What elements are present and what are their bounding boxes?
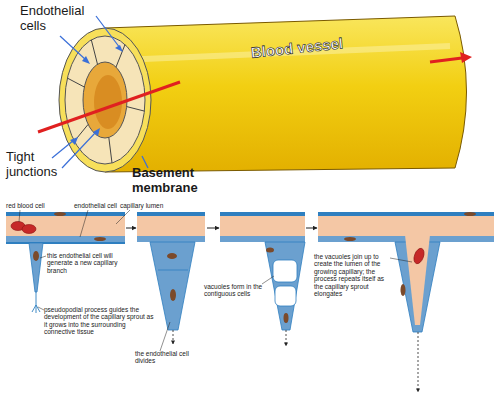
leader-line bbox=[116, 210, 130, 224]
vessel-lumen bbox=[83, 62, 127, 138]
leader-line bbox=[96, 16, 120, 48]
pseudopod-line bbox=[36, 305, 37, 313]
nucleus bbox=[344, 237, 356, 241]
pseudopod-line bbox=[32, 305, 36, 312]
leader-line bbox=[262, 276, 274, 284]
step-arrows bbox=[126, 228, 317, 229]
step-note: the vacuoles join up to create the lumen… bbox=[314, 253, 394, 298]
capillary-panel bbox=[318, 212, 494, 392]
part-label: Tight junctions bbox=[6, 150, 78, 180]
endothelial-layer bbox=[137, 236, 205, 242]
nucleus bbox=[284, 313, 289, 323]
tight-junction-lines bbox=[67, 40, 144, 163]
leader-lines-top bbox=[52, 16, 148, 168]
leader-line bbox=[52, 140, 74, 158]
growth-arrow bbox=[418, 332, 419, 392]
vessel-body bbox=[105, 16, 467, 172]
leader-line bbox=[80, 210, 88, 237]
endothelial-layer bbox=[220, 236, 305, 242]
nucleus bbox=[401, 284, 406, 296]
leader-line bbox=[40, 256, 46, 258]
step-note: this endothelial cell will generate a ne… bbox=[47, 252, 133, 274]
nucleus bbox=[54, 212, 66, 216]
leader-line bbox=[19, 210, 20, 222]
step-arrow bbox=[207, 228, 219, 229]
nucleus bbox=[167, 253, 177, 259]
dividing-sprout bbox=[150, 242, 195, 330]
nucleus bbox=[266, 248, 274, 253]
capillary-panel bbox=[220, 212, 305, 346]
junction-line bbox=[109, 137, 112, 163]
lumen-depth bbox=[94, 75, 122, 129]
step-arrow bbox=[126, 228, 136, 229]
step-arrow bbox=[306, 228, 317, 229]
endothelial-sprout-cell bbox=[29, 243, 43, 292]
capillary-panel bbox=[137, 212, 205, 344]
capillary-lumen bbox=[6, 216, 125, 236]
red-blood-cell bbox=[412, 247, 426, 265]
capillary-wall bbox=[220, 212, 305, 216]
leader-arrowhead bbox=[115, 45, 123, 52]
red-axis-line bbox=[38, 82, 180, 132]
leader-line bbox=[160, 322, 170, 351]
junction-line bbox=[91, 40, 97, 65]
capillary-wall bbox=[6, 212, 125, 216]
step-note: pseudopodial process guides the developm… bbox=[44, 306, 156, 336]
basement-membrane-ring bbox=[59, 28, 151, 172]
part-label: red blood cell bbox=[6, 202, 45, 209]
capillary-wall bbox=[137, 212, 205, 216]
vacuole bbox=[273, 260, 297, 282]
growth-arrow bbox=[286, 330, 287, 346]
growth-arrow bbox=[173, 330, 174, 344]
capillary-lumen bbox=[318, 216, 494, 236]
pseudopod-line bbox=[36, 305, 40, 312]
junction-line bbox=[127, 107, 145, 112]
flow-arrow bbox=[430, 58, 462, 62]
flow-arrowhead bbox=[460, 52, 472, 63]
junction-line bbox=[67, 78, 84, 87]
vacuolating-sprout bbox=[265, 242, 305, 330]
leader-line bbox=[62, 132, 96, 168]
leader-line bbox=[38, 307, 44, 310]
capillary-lumen bbox=[220, 216, 305, 236]
leader-line bbox=[390, 258, 412, 262]
cell-division-line bbox=[158, 270, 188, 271]
leader-line bbox=[60, 36, 86, 60]
part-label: Basement membrane bbox=[132, 166, 218, 196]
capillary-wall bbox=[6, 242, 125, 244]
leader-arrowhead bbox=[70, 137, 78, 145]
leader-arrowhead bbox=[82, 56, 90, 64]
nucleus bbox=[464, 212, 476, 216]
step-note: vacuoles form in the contiguous cells bbox=[204, 283, 270, 298]
nucleus bbox=[170, 289, 176, 301]
part-label: Endothelial cells bbox=[20, 4, 100, 34]
capillary-lumen bbox=[137, 216, 205, 236]
nucleus bbox=[94, 237, 106, 241]
leader-arrowhead bbox=[93, 128, 100, 136]
red-blood-cell bbox=[22, 225, 36, 234]
junction-line bbox=[116, 45, 125, 68]
sprout-lumen bbox=[405, 235, 430, 325]
vacuole bbox=[275, 286, 296, 306]
leader-lines-bottom bbox=[19, 210, 412, 351]
pseudopod-line bbox=[36, 292, 37, 305]
blood-vessel-illustration bbox=[38, 16, 472, 172]
part-label: capillary lumen bbox=[120, 202, 163, 209]
pseudopodial-process bbox=[32, 292, 40, 313]
step-note: the endothelial cell divides bbox=[135, 350, 195, 365]
capillary-wall bbox=[318, 212, 494, 216]
nucleus bbox=[33, 251, 39, 261]
part-label: endothelial cell bbox=[74, 202, 117, 209]
endothelial-layer bbox=[6, 236, 125, 242]
